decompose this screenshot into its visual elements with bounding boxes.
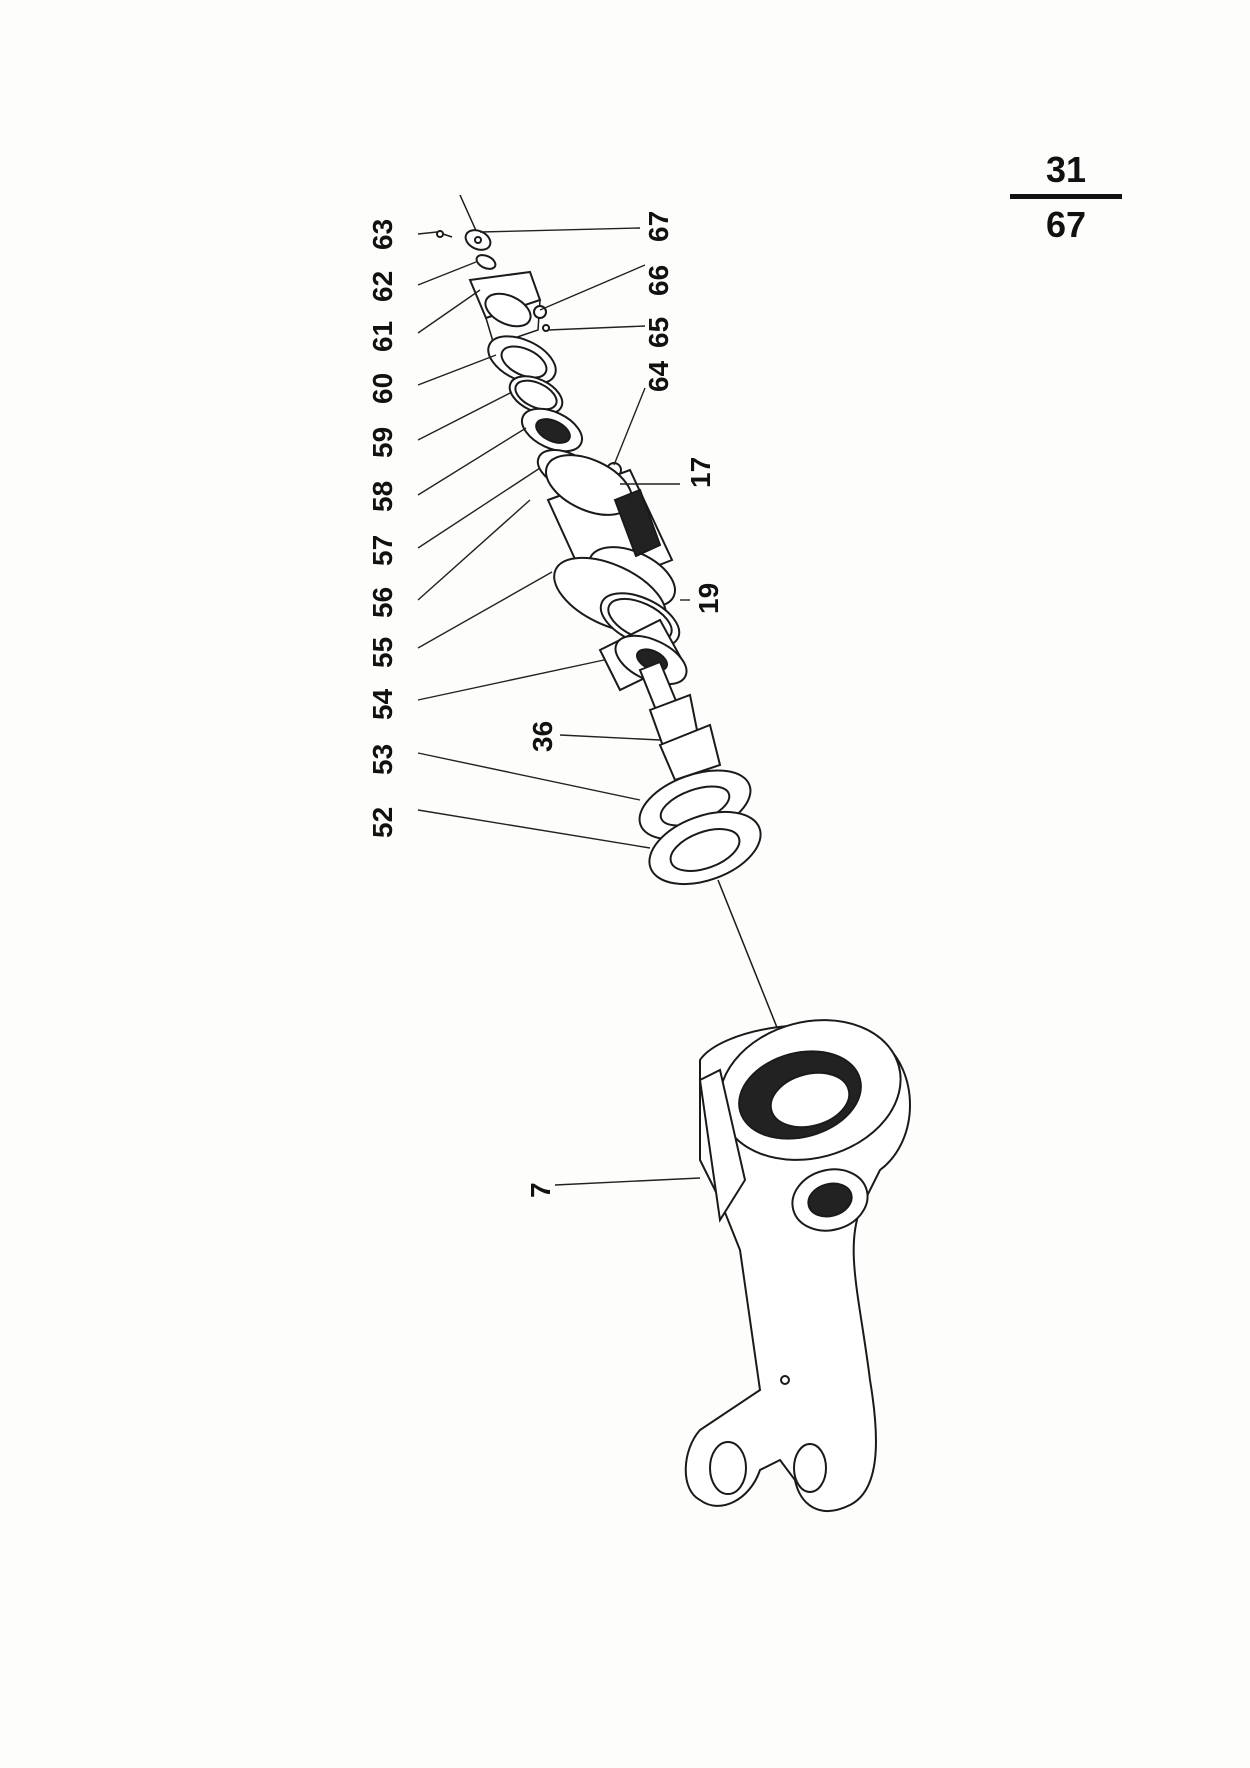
callout-53: 53 <box>367 744 398 775</box>
callout-17: 17 <box>685 457 716 488</box>
callout-56: 56 <box>367 587 398 618</box>
sheet-number-bottom: 67 <box>1045 204 1087 245</box>
callout-59: 59 <box>367 427 398 458</box>
assembly-shaft <box>436 194 783 1041</box>
part-54-bearing <box>598 618 688 692</box>
sheet-number: 31 67 <box>1010 150 1122 245</box>
sheet-number-top: 31 <box>1045 149 1087 190</box>
callout-66: 66 <box>643 265 674 296</box>
fraction-bar <box>1010 194 1122 199</box>
callout-67: 67 <box>643 211 674 242</box>
part-61-flange <box>468 270 542 346</box>
part-62-washer <box>475 254 497 270</box>
callout-65: 65 <box>643 317 674 348</box>
callout-55: 55 <box>367 637 398 668</box>
callout-61: 61 <box>367 321 398 352</box>
callout-62: 62 <box>367 271 398 302</box>
callout-57: 57 <box>367 535 398 566</box>
part-59-ring <box>508 375 564 415</box>
part-63-pin <box>436 230 453 238</box>
callout-54: 54 <box>367 688 398 720</box>
leader-lines <box>417 227 701 1186</box>
callout-63: 63 <box>367 219 398 250</box>
callout-19: 19 <box>693 583 724 614</box>
part-60-cover <box>487 335 557 385</box>
callout-36: 36 <box>527 721 558 752</box>
part-58-bearing <box>521 407 583 453</box>
callout-labels: 63 62 61 60 59 58 57 56 55 54 53 52 67 6… <box>367 211 724 1198</box>
part-36-pinion <box>638 660 722 782</box>
axis-line-top <box>459 194 479 236</box>
callout-58: 58 <box>367 481 398 512</box>
callout-64: 64 <box>643 360 674 392</box>
part-52-gasket <box>648 810 762 886</box>
part-66-screw <box>533 305 550 332</box>
callout-60: 60 <box>367 373 398 404</box>
part-67-nut <box>464 229 492 251</box>
axis-line-to-housing <box>717 879 783 1041</box>
part-7-axle-housing <box>684 1019 911 1512</box>
callout-52: 52 <box>367 807 398 838</box>
callout-7: 7 <box>525 1182 556 1198</box>
